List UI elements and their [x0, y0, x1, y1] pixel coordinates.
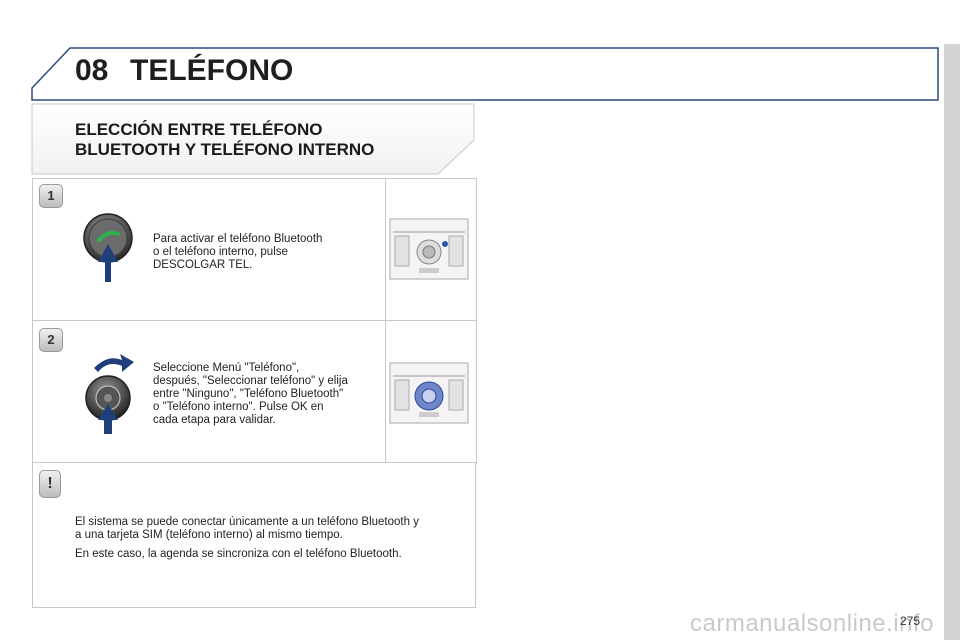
step-1-text: Para activar el teléfono Bluetooth o el … — [153, 233, 322, 272]
step-2-badge: 2 — [39, 328, 63, 352]
radio-unit-thumbnail-2 — [389, 362, 469, 424]
watermark: carmanualsonline.info — [690, 610, 934, 637]
section-title: ELECCIÓN ENTRE TELÉFONO BLUETOOTH Y TELÉ… — [75, 120, 374, 160]
rotary-knob-icon — [85, 354, 134, 434]
section-title-line2: BLUETOOTH Y TELÉFONO INTERNO — [75, 140, 375, 159]
step-2-text-line: Seleccione Menú "Teléfono", — [153, 362, 300, 374]
chapter-header-frame — [31, 47, 939, 101]
chapter-number: 08 — [75, 54, 109, 87]
step-2-text-line: cada etapa para validar. — [153, 414, 276, 426]
rotate-arrow-icon — [94, 354, 134, 372]
page-edge-strip — [944, 44, 960, 640]
note-line: En este caso, la agenda se sincroniza co… — [75, 548, 402, 560]
note-panel — [32, 462, 476, 608]
step-2-text-line: o "Teléfono interno". Pulse OK en — [153, 401, 324, 413]
step-1-text-line: Para activar el teléfono Bluetooth — [153, 233, 323, 245]
chapter-title: TELÉFONO — [130, 54, 294, 87]
step-1-text-line: o el teléfono interno, pulse — [153, 246, 288, 258]
warning-icon: ! — [39, 470, 61, 498]
section-title-line1: ELECCIÓN ENTRE TELÉFONO — [75, 120, 323, 139]
step-2-text-line: entre "Ninguno", "Teléfono Bluetooth" — [153, 388, 344, 400]
note-text: El sistema se puede conectar únicamente … — [75, 516, 419, 561]
step-2-text-line: después, "Seleccionar teléfono" y elija — [153, 375, 348, 387]
step-2-text: Seleccione Menú "Teléfono", después, "Se… — [153, 362, 348, 427]
section-title-frame — [31, 103, 475, 175]
radio-unit-thumbnail-1 — [389, 218, 469, 280]
note-line: El sistema se puede conectar únicamente … — [75, 516, 419, 528]
step-1-badge: 1 — [39, 184, 63, 208]
step-1-text-line: DESCOLGAR TEL. — [153, 259, 253, 271]
note-line: a una tarjeta SIM (teléfono interno) al … — [75, 529, 343, 541]
phone-pickup-button-icon — [83, 213, 133, 282]
page-number: 275 — [900, 614, 921, 628]
